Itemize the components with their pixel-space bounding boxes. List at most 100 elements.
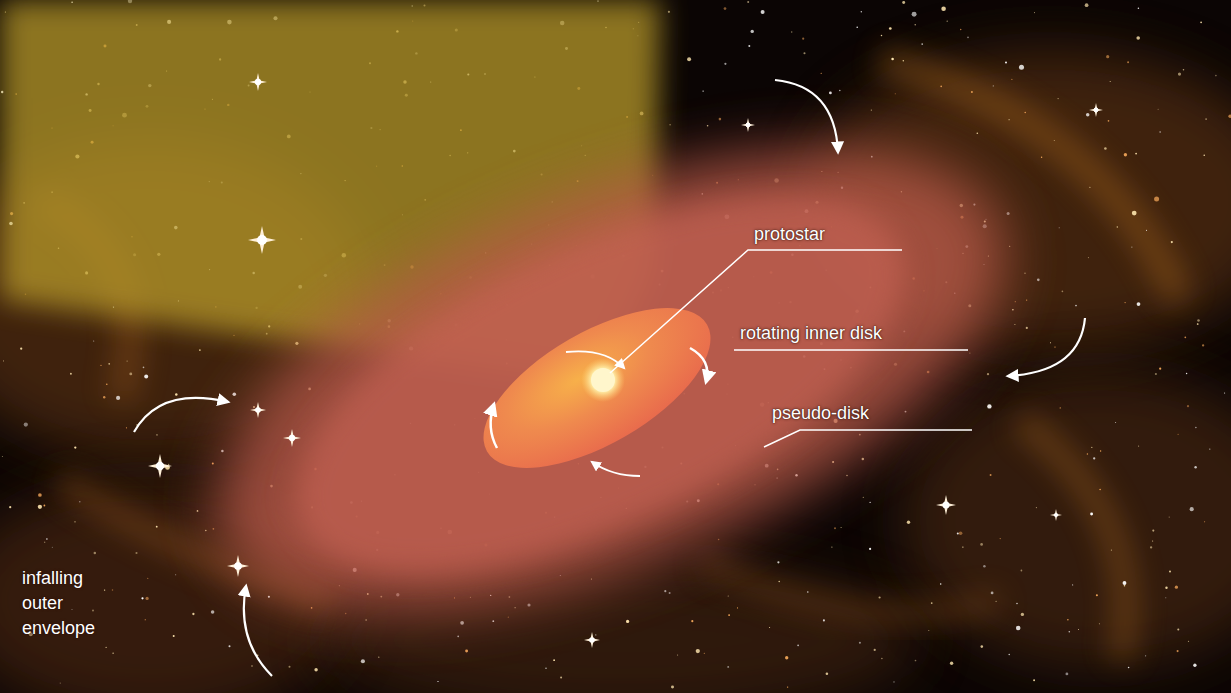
- star: [233, 335, 234, 336]
- star: [1054, 140, 1055, 141]
- star: [94, 552, 97, 555]
- star: [941, 7, 946, 12]
- star: [671, 686, 674, 689]
- star: [669, 124, 671, 126]
- star: [940, 583, 942, 585]
- star: [747, 1, 749, 3]
- star: [724, 63, 726, 65]
- star: [457, 635, 459, 637]
- star: [74, 521, 75, 522]
- star: [727, 666, 729, 668]
- star: [595, 634, 596, 635]
- bright-star-core: [1094, 108, 1099, 113]
- star: [2, 456, 3, 457]
- star: [1008, 119, 1009, 120]
- bright-star-core: [746, 123, 751, 128]
- star: [1106, 55, 1109, 58]
- star: [737, 607, 738, 608]
- star: [677, 654, 678, 655]
- star: [44, 505, 46, 507]
- star: [1033, 679, 1035, 681]
- star: [437, 681, 438, 682]
- star: [718, 539, 720, 541]
- star: [1014, 324, 1015, 325]
- star: [967, 37, 969, 39]
- star: [859, 642, 861, 644]
- star: [175, 393, 178, 396]
- star: [971, 91, 973, 93]
- star: [560, 676, 562, 678]
- bright-star: [584, 632, 600, 648]
- star: [1090, 513, 1093, 516]
- star: [106, 384, 108, 386]
- bright-star: [283, 429, 301, 447]
- star: [1152, 530, 1154, 532]
- star: [52, 547, 53, 548]
- star: [175, 574, 176, 575]
- star: [1131, 247, 1132, 248]
- star: [1012, 309, 1014, 311]
- star: [168, 464, 169, 465]
- star: [1117, 226, 1119, 228]
- star: [213, 528, 215, 530]
- star: [74, 446, 76, 448]
- star: [1186, 373, 1187, 374]
- star: [778, 581, 780, 583]
- star: [141, 597, 143, 599]
- star: [1037, 278, 1040, 281]
- star: [751, 30, 754, 33]
- star: [20, 348, 22, 350]
- star: [807, 591, 809, 593]
- star: [724, 7, 727, 10]
- star: [1228, 115, 1231, 118]
- bright-star-core: [1054, 513, 1058, 517]
- star: [104, 589, 105, 590]
- star: [1087, 453, 1088, 454]
- bright-star: [1089, 103, 1103, 117]
- bright-star: [1050, 509, 1062, 521]
- star: [1146, 230, 1147, 231]
- star: [1165, 597, 1166, 598]
- star: [527, 603, 530, 606]
- star: [969, 353, 970, 354]
- star: [1155, 373, 1157, 375]
- star: [106, 647, 107, 648]
- star: [135, 552, 137, 554]
- star: [829, 92, 832, 95]
- star: [902, 1, 905, 4]
- star: [1177, 650, 1179, 652]
- star: [1099, 489, 1100, 490]
- star: [871, 110, 872, 111]
- star: [251, 665, 252, 666]
- star: [116, 396, 120, 400]
- star: [1154, 197, 1159, 202]
- star: [834, 527, 836, 529]
- star: [1124, 302, 1125, 303]
- star: [962, 546, 963, 547]
- star: [1205, 118, 1207, 120]
- star: [1096, 594, 1098, 596]
- star: [1135, 153, 1137, 155]
- star: [881, 658, 882, 659]
- star: [874, 649, 876, 651]
- bright-star: [936, 495, 956, 515]
- star: [856, 27, 858, 29]
- star: [1059, 227, 1060, 228]
- star: [748, 45, 750, 47]
- star: [199, 349, 201, 351]
- star: [1183, 69, 1185, 71]
- star: [993, 85, 994, 86]
- star: [987, 373, 989, 375]
- bright-star: [148, 454, 172, 478]
- star: [990, 474, 992, 476]
- star: [668, 11, 670, 13]
- envelope-label: infalling outer envelope: [22, 566, 122, 641]
- star: [980, 543, 983, 546]
- star: [891, 58, 894, 61]
- star: [823, 619, 825, 621]
- star: [821, 73, 822, 74]
- star: [145, 597, 148, 600]
- star: [869, 548, 871, 550]
- star: [1177, 434, 1178, 435]
